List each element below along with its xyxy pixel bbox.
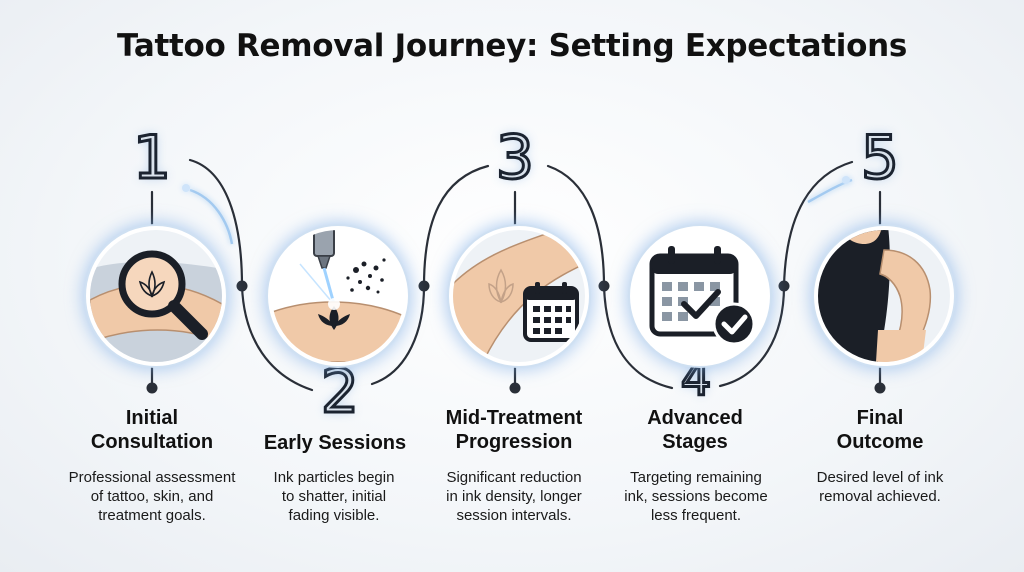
calendar-check-icon (634, 230, 766, 362)
magnifying-glass-tattoo-icon (90, 230, 222, 362)
step-number-5: 5 (859, 123, 900, 193)
glow-dot (182, 184, 190, 192)
step-2-illustration (268, 226, 408, 366)
step-4-illustration (630, 226, 770, 366)
calendar-icon (523, 282, 579, 342)
step-number-1: 1 (131, 123, 172, 193)
step-5-illustration (814, 226, 954, 366)
laser-icon (272, 230, 404, 362)
timeline-dot (146, 382, 158, 394)
clear-skin-arm-icon (818, 230, 950, 362)
timeline-dot (874, 382, 886, 394)
timeline-dot (598, 280, 610, 292)
timeline-dots (146, 280, 886, 394)
timeline-dot (778, 280, 790, 292)
timeline-dot (509, 382, 521, 394)
faded-tattoo-calendar-icon (453, 230, 585, 362)
page-title: Tattoo Removal Journey: Setting Expectat… (116, 28, 908, 64)
timeline-dot (236, 280, 248, 292)
timeline-dot (418, 280, 430, 292)
step-number-3: 3 (494, 123, 535, 193)
step-3-illustration (449, 226, 589, 366)
step-2-label: Early Sessions (263, 432, 407, 454)
glow-dot (842, 176, 850, 184)
step-1-illustration (86, 226, 226, 366)
step-number-2: 2 (319, 357, 360, 427)
